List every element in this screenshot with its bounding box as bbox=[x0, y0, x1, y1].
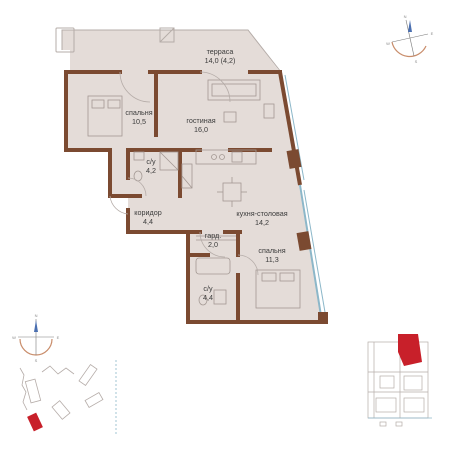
key-plan-icon bbox=[367, 334, 432, 427]
terrace-floor bbox=[62, 30, 280, 72]
room-bath2-name: с/у bbox=[203, 284, 213, 293]
room-terrace-name: терраса bbox=[207, 47, 234, 56]
room-living-name: гостиная bbox=[186, 116, 215, 125]
compass-east: E bbox=[431, 31, 434, 36]
compass2-south: S bbox=[35, 358, 38, 363]
apartment-floor bbox=[66, 72, 322, 322]
room-bedroom1-area: 10,5 bbox=[132, 117, 146, 126]
compass-north: N bbox=[404, 14, 407, 19]
sofa-icon bbox=[207, 79, 261, 101]
compass-west: W bbox=[386, 41, 390, 46]
room-corridor-name: коридор bbox=[134, 208, 161, 217]
windows bbox=[278, 71, 328, 324]
room-bedroom1-name: спальня bbox=[125, 108, 152, 117]
furniture bbox=[87, 79, 301, 309]
compass-south: S bbox=[415, 59, 418, 64]
compass2-west: W bbox=[12, 335, 16, 340]
doors bbox=[109, 71, 259, 276]
room-living-area: 16,0 bbox=[194, 125, 208, 134]
compass-icon-2: N S E W bbox=[12, 313, 60, 363]
room-kitchen-name: кухня-столовая bbox=[236, 209, 287, 218]
room-labels: терраса 14,0 (4,2) спальня 10,5 гостиная… bbox=[125, 47, 287, 302]
kitchen-counter-icon bbox=[195, 149, 257, 165]
bed-icon bbox=[87, 95, 123, 137]
room-bath1-name: с/у bbox=[146, 157, 156, 166]
room-kitchen-area: 14,2 bbox=[255, 218, 269, 227]
room-bath2-area: 4,4 bbox=[203, 293, 213, 302]
room-wardrobe-area: 2,0 bbox=[208, 240, 218, 249]
table-icon bbox=[223, 111, 237, 123]
room-bedroom2-area: 11,3 bbox=[265, 255, 278, 264]
room-bath1-area: 4,2 bbox=[146, 166, 156, 175]
room-wardrobe-name: гард. bbox=[205, 231, 221, 240]
room-corridor-area: 4,4 bbox=[143, 217, 153, 226]
bathtub-icon bbox=[195, 257, 231, 275]
toilet-icon-2 bbox=[198, 294, 208, 306]
compass2-north: N bbox=[35, 313, 38, 318]
walls bbox=[64, 70, 324, 324]
room-bedroom2-name: спальня bbox=[258, 246, 285, 255]
bed-icon-2 bbox=[255, 269, 301, 309]
compass2-east: E bbox=[57, 335, 60, 340]
terrace-railing bbox=[55, 27, 282, 73]
site-plan-icon bbox=[19, 360, 117, 435]
floor-area bbox=[62, 30, 322, 322]
shower-icon bbox=[159, 151, 179, 171]
room-terrace-area: 14,0 (4,2) bbox=[205, 56, 236, 65]
compass-icon: N S E W bbox=[386, 14, 434, 64]
